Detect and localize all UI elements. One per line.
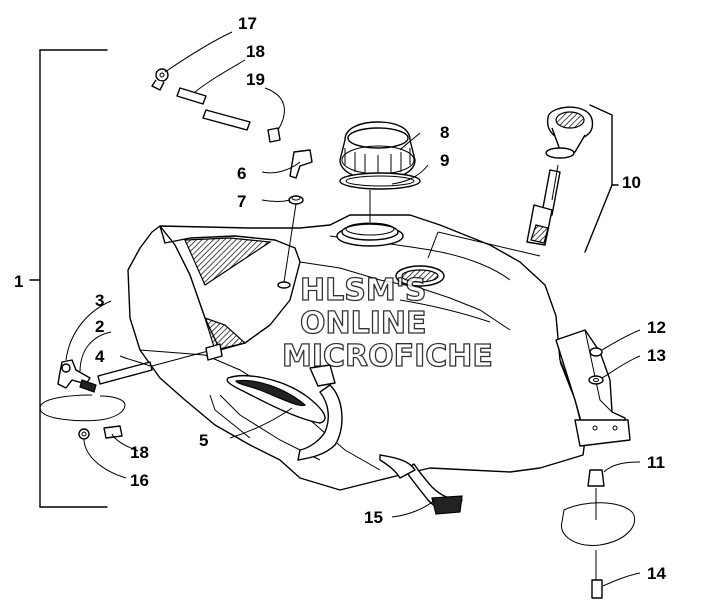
fuel-tank-body (127, 214, 631, 515)
fuel-sender (526, 106, 594, 246)
callout-9: 9 (440, 151, 449, 170)
watermark-line-2: ONLINE (300, 306, 427, 341)
callout-6: 6 (237, 164, 246, 183)
watermark: HLSM'S ONLINE MICROFICHE (281, 272, 493, 374)
watermark-line-3: MICROFICHE (282, 339, 493, 374)
callout-15: 15 (364, 508, 383, 527)
callout-3: 3 (95, 291, 104, 310)
assembly-bracket (29, 49, 108, 508)
callout-18-top: 18 (246, 42, 265, 61)
petcock-parts (39, 343, 223, 440)
callout-11: 11 (647, 453, 665, 472)
callout-17: 17 (238, 14, 257, 33)
callout-labels: 1 2 3 4 5 6 7 8 9 10 11 12 13 14 15 16 1… (14, 14, 666, 583)
callout-12: 12 (647, 318, 666, 337)
vent-parts (151, 68, 313, 283)
callout-1: 1 (14, 272, 23, 291)
leader-lines (65, 31, 641, 587)
fuel-cap (339, 121, 416, 181)
callout-13: 13 (647, 346, 666, 365)
callout-2: 2 (95, 317, 104, 336)
cap-gasket (339, 172, 421, 190)
mount-hardware (560, 347, 636, 599)
callout-14: 14 (647, 564, 666, 583)
callout-16: 16 (130, 471, 149, 490)
callout-19: 19 (246, 70, 265, 89)
callout-18-bottom: 18 (130, 443, 149, 462)
callout-4: 4 (95, 347, 105, 366)
callout-8: 8 (440, 123, 449, 142)
callout-10: 10 (622, 173, 641, 192)
callout-5: 5 (199, 431, 208, 450)
watermark-line-1: HLSM'S (300, 273, 426, 308)
sender-bracket (427, 104, 619, 259)
callout-7: 7 (237, 192, 246, 211)
